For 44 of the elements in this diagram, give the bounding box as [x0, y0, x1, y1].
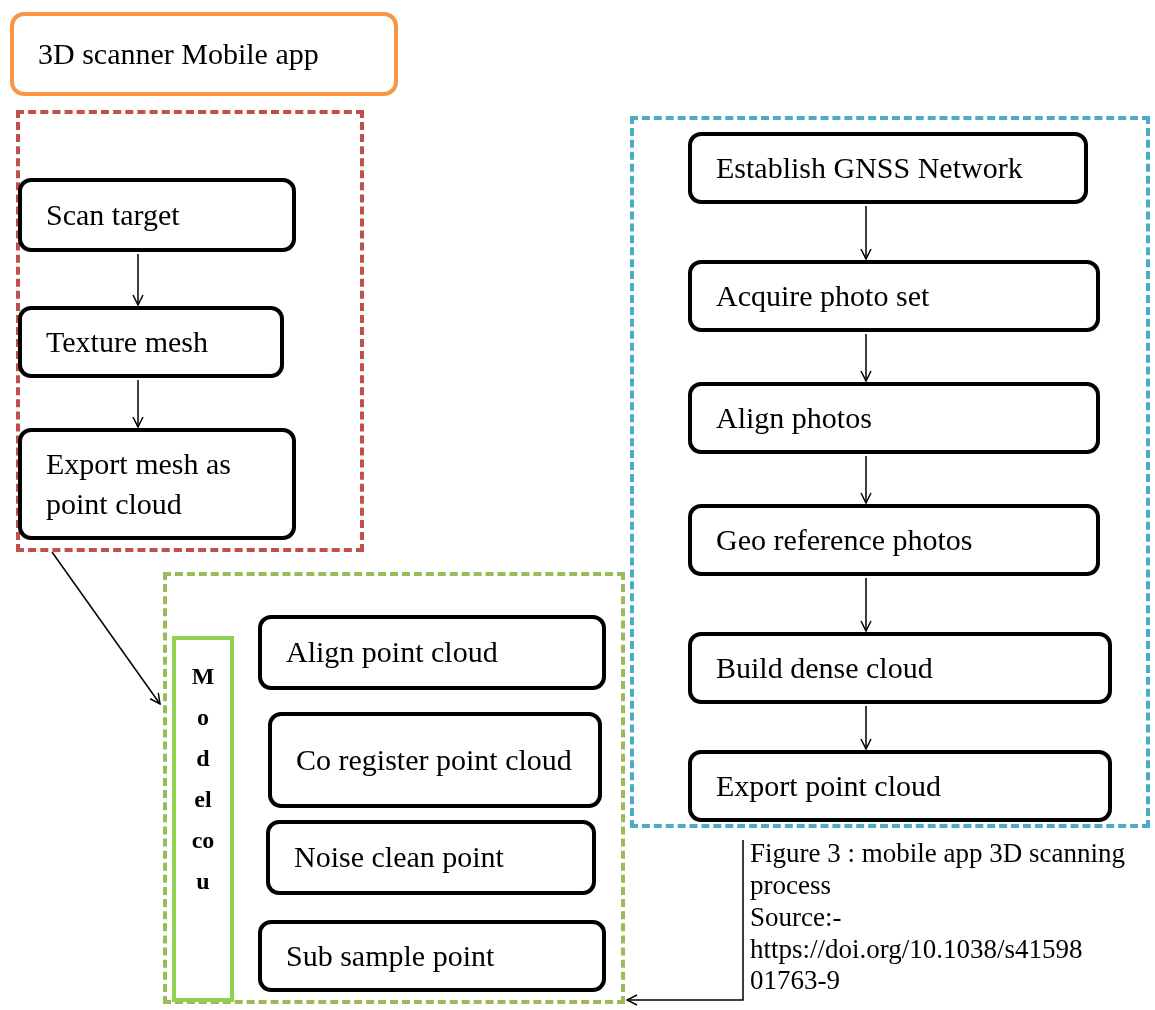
arrow: [860, 705, 872, 750]
dashed-group-frame: [163, 572, 625, 1004]
process-box: [688, 504, 1100, 576]
box-label: Acquire photo set: [716, 277, 931, 314]
arrow: [860, 205, 872, 260]
process-box: [688, 750, 1112, 822]
caption-text: Figure 3 : mobile app 3D scanning process: [750, 838, 1126, 902]
process-box: [268, 712, 602, 808]
box-label: Sub sample point: [286, 937, 496, 974]
caption-text: Source:- https://doi.org/10.1038/s41598 01763-9: [750, 901, 1084, 998]
box-label: Align point cloud: [286, 634, 499, 671]
box-label: Geo reference photos: [716, 521, 974, 558]
app-title-box: [10, 12, 398, 96]
box-label: Align photos: [716, 399, 873, 436]
arrow: [132, 379, 144, 428]
process-box: [266, 820, 596, 895]
box-label: Build dense cloud: [716, 649, 934, 686]
arrow: [132, 253, 144, 306]
box-label: 3D scanner Mobile app: [38, 37, 319, 71]
process-box: [688, 132, 1088, 204]
process-box: [688, 260, 1100, 332]
box-label: Export mesh as point cloud: [46, 445, 232, 522]
process-box: [258, 920, 606, 992]
box-label: Texture mesh: [46, 323, 209, 360]
process-box: [258, 615, 606, 690]
process-box: [688, 382, 1100, 454]
box-label: Co register point cloud: [296, 741, 573, 778]
box-label: Establish GNSS Network: [716, 149, 1024, 186]
arrow: [860, 333, 872, 382]
arrow: [860, 455, 872, 504]
box-label: Export point cloud: [716, 767, 942, 804]
process-box: [18, 306, 284, 378]
vertical-label-box: [172, 636, 234, 1002]
dashed-group-frame: [16, 110, 364, 552]
vertical-label: Modelcou: [191, 662, 215, 896]
process-box: [688, 632, 1112, 704]
box-label: Noise clean point: [294, 839, 505, 876]
arrow: [860, 577, 872, 632]
process-box: [18, 178, 296, 252]
dashed-group-frame: [630, 116, 1150, 828]
arrow: [626, 839, 744, 1006]
process-box: [18, 428, 296, 540]
box-label: Scan target: [46, 196, 181, 233]
arrow: [51, 551, 161, 705]
